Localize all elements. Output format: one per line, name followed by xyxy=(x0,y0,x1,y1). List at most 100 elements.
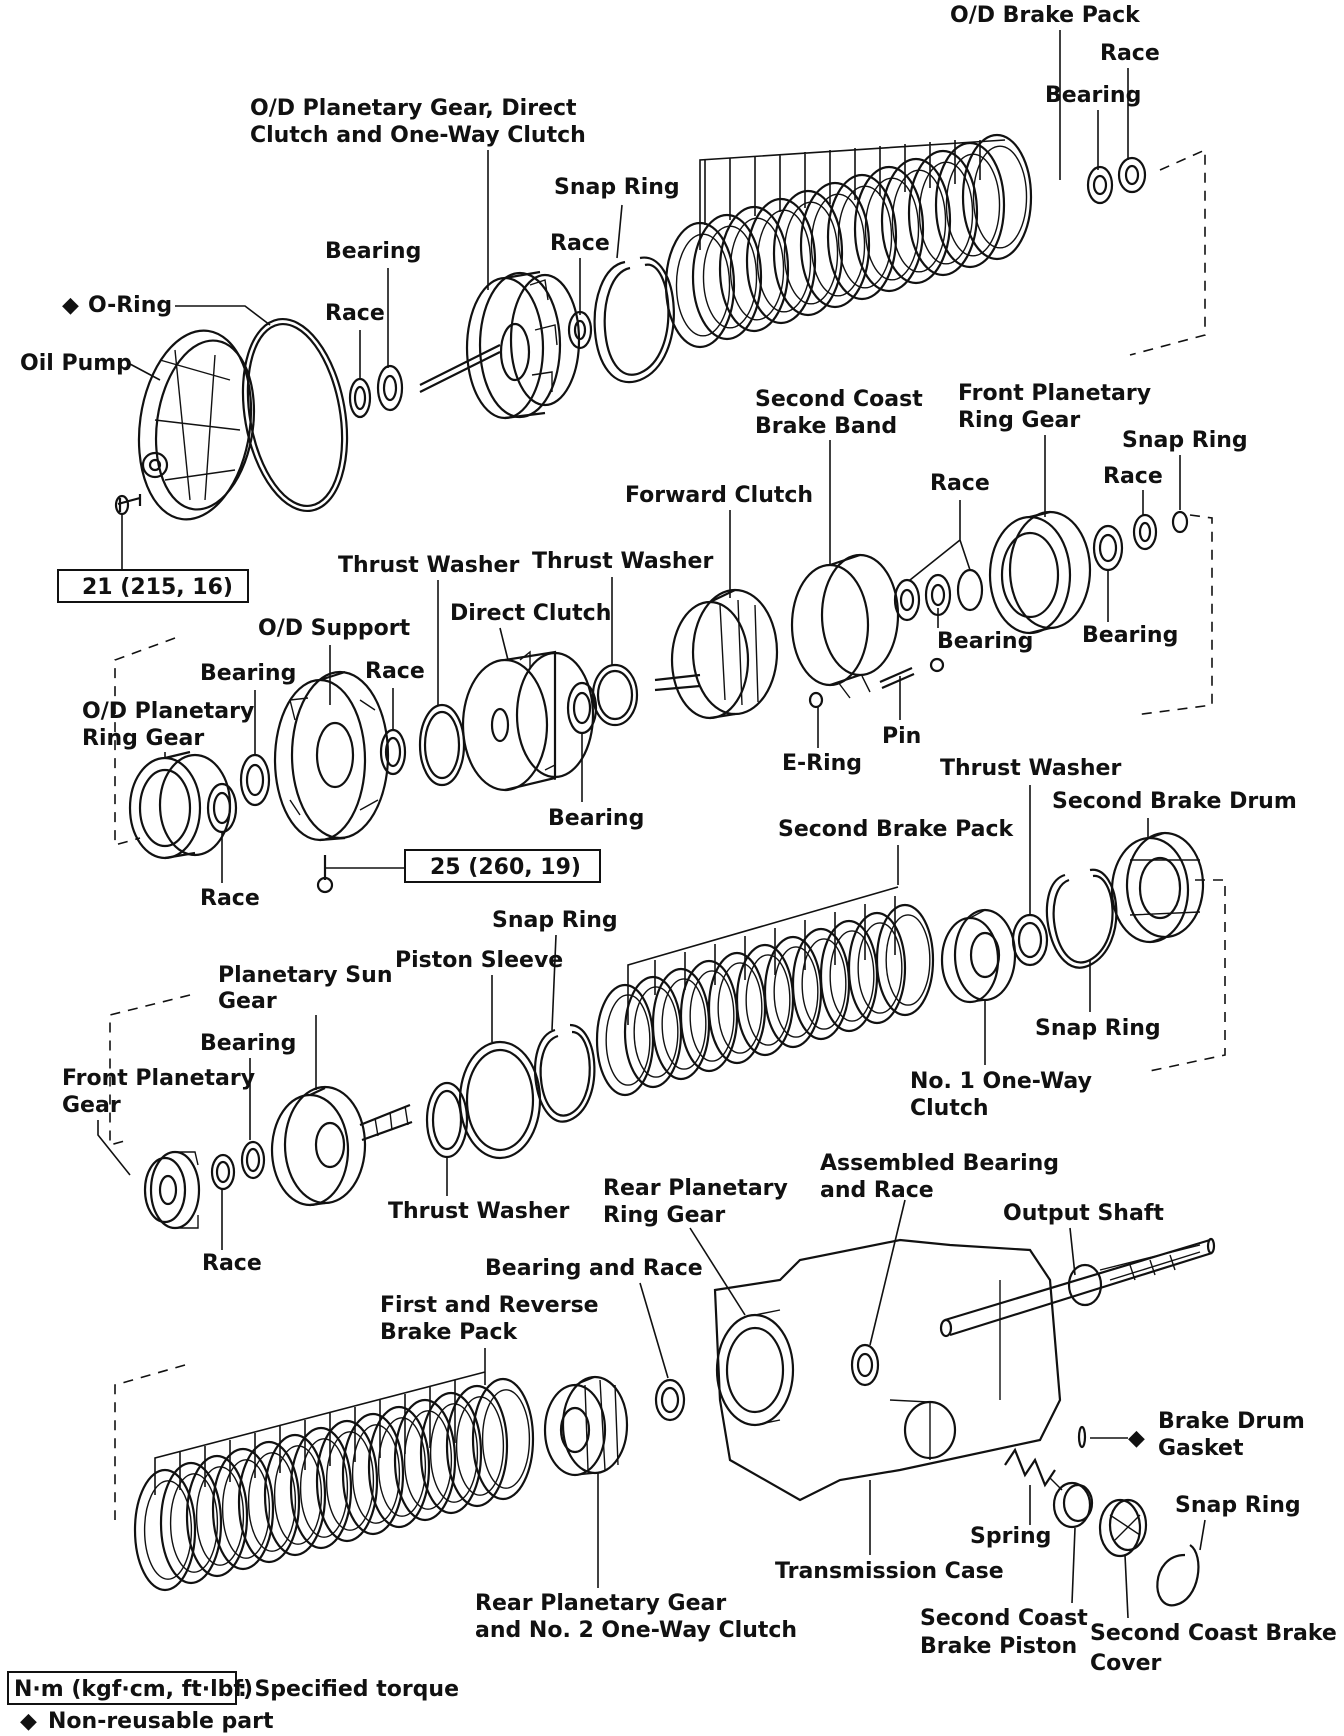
second-brake-pack-part xyxy=(595,886,935,1097)
label-oil-pump: Oil Pump xyxy=(20,351,132,376)
first-reverse-brake-plate xyxy=(185,1454,249,1578)
leader-lines xyxy=(97,30,1206,1619)
second-brake-plate xyxy=(679,959,739,1073)
second-coast-brake-cover-part xyxy=(1098,1498,1148,1558)
legend: N·m (kgf·cm, ft·lbf) : Specified torque … xyxy=(7,1671,459,1734)
second-brake-plate-inner xyxy=(661,978,707,1070)
race-r3-part xyxy=(210,1153,236,1191)
label-od-planetary-ring-1: O/D Planetary xyxy=(82,699,254,724)
label-second-brake-pack: Second Brake Pack xyxy=(778,817,1014,842)
label-forward-clutch: Forward Clutch xyxy=(625,483,813,508)
second-brake-plate-inner xyxy=(885,914,931,1006)
label-rear-planetary-ring-2: Ring Gear xyxy=(603,1203,725,1228)
label-race-top-left: Race xyxy=(325,301,385,326)
race-top-left-part xyxy=(348,377,372,419)
label-rear-planetary-gear-1: Rear Planetary Gear xyxy=(475,1591,726,1616)
second-brake-plate-inner xyxy=(829,930,875,1022)
label-race-r2-right: Race xyxy=(1103,464,1163,489)
legend-non-reusable-text: Non-reusable part xyxy=(48,1709,274,1734)
label-front-planetary-ring-2: Ring Gear xyxy=(958,408,1080,433)
front-planetary-ring-gear-part xyxy=(988,510,1092,635)
label-od-planetary-gear-2: Clutch and One-Way Clutch xyxy=(250,123,586,148)
label-second-brake-drum: Second Brake Drum xyxy=(1052,789,1297,814)
thrust-washer-b-part xyxy=(591,663,639,727)
label-race-top-right: Race xyxy=(1100,41,1160,66)
od-brake-plate xyxy=(853,165,925,293)
bearing-and-race-part xyxy=(654,1378,686,1422)
label-rear-planetary-gear-2: and No. 2 One-Way Clutch xyxy=(475,1618,797,1643)
first-reverse-brake-pack-part xyxy=(133,1371,535,1592)
snap-ring-r2-part xyxy=(1171,510,1189,534)
od-brake-plate xyxy=(799,181,871,309)
label-one-way-clutch-2: Clutch xyxy=(910,1096,989,1121)
label-snap-ring-top: Snap Ring xyxy=(554,175,680,200)
label-second-coast-band-1: Second Coast xyxy=(755,387,923,412)
spring-part xyxy=(1004,1447,1063,1491)
label-second-coast-cover-1: Second Coast Brake xyxy=(1090,1621,1337,1646)
thrust-washer-a-part xyxy=(418,703,466,787)
first-reverse-brake-plate xyxy=(289,1426,353,1550)
label-bearing-top-left: Bearing xyxy=(325,239,421,264)
od-brake-plate xyxy=(826,173,898,301)
thrust-washer-c-part xyxy=(425,1081,469,1159)
label-bearing-top-right: Bearing xyxy=(1045,83,1141,108)
label-transmission-case: Transmission Case xyxy=(775,1559,1004,1584)
bearing-top-right-part xyxy=(1086,165,1114,205)
torque-od-support-bolt: 25 (260, 19) xyxy=(430,855,581,880)
first-reverse-brake-plate xyxy=(133,1468,197,1592)
label-thrust-washer-a: Thrust Washer xyxy=(338,553,519,578)
first-reverse-brake-plate-inner xyxy=(195,1466,245,1566)
row4-left-dashed-bracket xyxy=(114,1364,186,1520)
label-bearing-r2-center: Bearing xyxy=(937,629,1033,654)
torque-box-od-support xyxy=(404,849,601,883)
second-brake-plate-inner xyxy=(745,954,791,1046)
second-brake-plate-inner xyxy=(633,986,679,1078)
torque-oil-pump-bolt: 21 (215, 16) xyxy=(82,575,233,600)
row3-left-dashed-bracket xyxy=(109,994,191,1147)
legend-torque-text: : Specified torque xyxy=(238,1677,459,1702)
o-ring xyxy=(241,317,349,513)
assembled-bearing-race-part xyxy=(850,1343,880,1387)
second-brake-plate xyxy=(791,927,851,1041)
snap-ring-top-part xyxy=(593,256,675,384)
piston-sleeve-part xyxy=(458,1040,542,1160)
label-assembled-bearing-1: Assembled Bearing xyxy=(820,1151,1059,1176)
label-second-coast-piston-2: Brake Piston xyxy=(920,1634,1077,1659)
label-direct-clutch: Direct Clutch xyxy=(450,601,611,626)
first-reverse-brake-plate-inner xyxy=(299,1438,349,1538)
first-reverse-brake-plate xyxy=(237,1440,301,1564)
od-brake-plate xyxy=(961,133,1033,261)
legend-torque-box xyxy=(7,1671,237,1705)
label-od-planetary-gear-1: O/D Planetary Gear, Direct xyxy=(250,96,577,121)
brake-drum-gasket-part xyxy=(1077,1425,1087,1449)
direct-clutch-part xyxy=(461,650,595,792)
first-reverse-brake-plate-inner xyxy=(403,1410,453,1510)
label-race-r3: Race xyxy=(202,1251,262,1276)
first-reverse-brake-plate-inner xyxy=(455,1396,505,1496)
label-thrust-washer-b: Thrust Washer xyxy=(532,549,713,574)
race-r2-mid-part xyxy=(893,578,921,622)
first-reverse-brake-plate-inner xyxy=(351,1424,401,1524)
first-reverse-brake-plate-inner xyxy=(377,1417,427,1517)
first-reverse-brake-plate-inner xyxy=(481,1389,531,1489)
race-r2-left-part xyxy=(379,728,407,776)
label-first-reverse-2: Brake Pack xyxy=(380,1320,519,1345)
e-ring-part xyxy=(808,691,824,709)
rear-planetary-gear-part xyxy=(543,1375,629,1477)
snap-ring-r3-right-part xyxy=(1045,868,1118,969)
second-brake-plate xyxy=(623,975,683,1089)
first-reverse-brake-plate-inner xyxy=(169,1473,219,1573)
label-od-support: O/D Support xyxy=(258,616,411,641)
label-snap-ring-r2: Snap Ring xyxy=(1122,428,1248,453)
label-second-coast-piston-1: Second Coast xyxy=(920,1606,1088,1631)
second-brake-plate-inner xyxy=(857,922,903,1014)
od-brake-plate-inner xyxy=(972,145,1028,249)
first-reverse-brake-plate xyxy=(445,1384,509,1508)
first-reverse-brake-plate-inner xyxy=(247,1452,297,1552)
first-reverse-brake-plate-inner xyxy=(273,1445,323,1545)
second-brake-plate xyxy=(735,943,795,1057)
row3-right-dashed-bracket xyxy=(1144,879,1226,1073)
first-reverse-brake-plate xyxy=(315,1419,379,1543)
no1-one-way-clutch-part xyxy=(940,908,1017,1004)
pin-part xyxy=(879,657,945,690)
